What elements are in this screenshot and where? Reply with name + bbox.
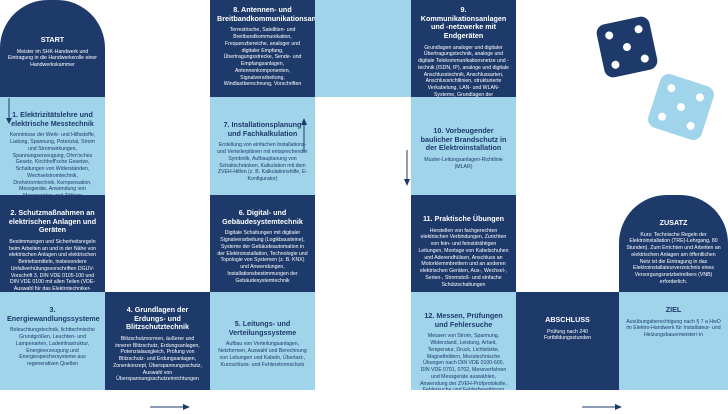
step-2-title: 2. Schutzmaßnahmen an elektrischen Anlag… bbox=[8, 208, 97, 235]
ziel-tile: ZIEL Ausübungsberechtigung nach § 7 a Hw… bbox=[619, 292, 728, 390]
arrow-up-middle bbox=[301, 118, 307, 152]
step-8-tile: 8. Antennen- und Breitbandkommunikations… bbox=[210, 0, 315, 97]
step-11-text: Herstellen von fachgerechten elektrische… bbox=[418, 227, 509, 288]
step-10-tile: 10. Vorbeugender baulicher Brandschutz i… bbox=[411, 97, 516, 195]
arrow-right-bottom-2 bbox=[582, 403, 622, 411]
dice-light-icon bbox=[640, 66, 722, 148]
start-text: Meister im SHK-Handwerk und Eintragung i… bbox=[7, 48, 98, 69]
step-3-text: Beleuchtungstechnik, lichttechnische Gru… bbox=[10, 327, 95, 368]
ziel-title: ZIEL bbox=[665, 305, 682, 314]
abschluss-tile: ABSCHLUSS Prüfung nach 240 Fortbildungss… bbox=[516, 292, 619, 390]
step-12-text: Messen von Strom, Spannung, Widerstand, … bbox=[420, 333, 507, 390]
abschluss-title: ABSCHLUSS bbox=[545, 315, 590, 324]
connector-tile bbox=[315, 0, 411, 97]
step-1-text: Kenntnisse der Werk- und Hilfsstoffe, La… bbox=[9, 132, 96, 195]
step-10-text: Muster-Leitungsanlagen-Richtlinie (MLAR) bbox=[424, 156, 503, 170]
step-2-text: Bestimmungen und Sicherheitsregeln beim … bbox=[8, 238, 97, 292]
arrow-down-left bbox=[6, 98, 12, 124]
arrow-right-bottom-1 bbox=[150, 403, 190, 411]
step-11-tile: 11. Praktische Übungen Herstellen von fa… bbox=[411, 195, 516, 292]
zusatz-text: Kurs: Technische Regeln der Elektroinsta… bbox=[626, 231, 721, 285]
start-title: START bbox=[40, 35, 65, 44]
step-11-title: 11. Praktische Übungen bbox=[422, 214, 505, 223]
step-7-tile: 7. Installationsplanung und Fachkalkulat… bbox=[210, 97, 315, 195]
step-2-tile: 2. Schutzmaßnahmen an elektrischen Anlag… bbox=[0, 195, 105, 292]
step-6-title: 6. Digital- und Gebäudesystemtechnik bbox=[222, 208, 303, 226]
step-5-tile: 5. Leitungs- und Verteilungssysteme Aufb… bbox=[210, 292, 315, 390]
step-7-text: Erstellung von einfachen Installations- … bbox=[217, 142, 308, 183]
step-12-title: 12. Messen, Prüfungen und Fehlersuche bbox=[424, 311, 503, 329]
start-tile: START Meister im SHK-Handwerk und Eintra… bbox=[0, 0, 105, 97]
step-6-tile: 6. Digital- und Gebäudesystemtechnik Dig… bbox=[210, 195, 315, 292]
step-8-title: 8. Antennen- und Breitbandkommunikations… bbox=[217, 5, 315, 23]
abschluss-text: Prüfung nach 240 Fortbildungsstunden bbox=[543, 328, 591, 342]
zusatz-tile: ZUSATZ Kurs: Technische Regeln der Elekt… bbox=[619, 195, 728, 292]
step-12-tile: 12. Messen, Prüfungen und Fehlersuche Me… bbox=[411, 292, 516, 390]
step-8-text: Terrestrische, Satelliten- und Breitband… bbox=[223, 27, 302, 88]
step-3-title: 3. Energiewandlungssysteme bbox=[7, 305, 100, 323]
step-9-text: Grundlagen analoger und digitaler Übertr… bbox=[418, 44, 509, 97]
step-4-text: Blitzschutznormen, äußerer und innerer B… bbox=[113, 335, 202, 383]
step-4-title: 4. Grundlagen der Erdungs- und Blitzschu… bbox=[125, 305, 190, 332]
step-1-title: 1. Elektrizitätslehre und elektrische Me… bbox=[11, 110, 94, 128]
step-10-title: 10. Vorbeugender baulicher Brandschutz i… bbox=[420, 126, 507, 153]
zusatz-title: ZUSATZ bbox=[659, 218, 688, 227]
arrow-down-right bbox=[404, 150, 410, 186]
step-1-tile: 1. Elektrizitätslehre und elektrische Me… bbox=[0, 97, 105, 195]
ziel-text: Ausübungsberechtigung nach § 7 a HwO im … bbox=[626, 318, 721, 339]
step-4-tile: 4. Grundlagen der Erdungs- und Blitzschu… bbox=[105, 292, 210, 390]
step-5-text: Aufbau von Verteilungsanlagen, Netzforme… bbox=[218, 341, 307, 368]
step-7-title: 7. Installationsplanung und Fachkalkulat… bbox=[223, 120, 302, 138]
step-9-tile: 9. Kommunikationsanlagen und -netzwerke … bbox=[411, 0, 516, 97]
step-9-title: 9. Kommunikationsanlagen und -netzwerke … bbox=[420, 5, 507, 40]
step-6-text: Digitale Schaltungen mit digitaler Signa… bbox=[217, 230, 308, 284]
dice-dark-icon bbox=[588, 8, 666, 86]
step-5-title: 5. Leitungs- und Verteilungssysteme bbox=[228, 319, 297, 337]
step-3-tile: 3. Energiewandlungssysteme Beleuchtungst… bbox=[0, 292, 105, 390]
